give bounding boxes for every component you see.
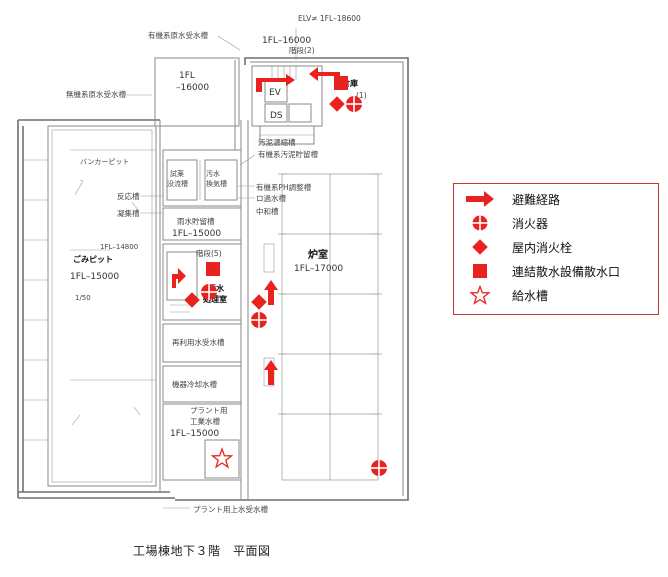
label-fl16000-top: 1FL–16000 (262, 36, 311, 46)
label-reuse-water: 再利用水受水槽 (172, 337, 225, 347)
label-coagulation: 凝集槽 (117, 208, 140, 218)
stair-ev-core (251, 65, 323, 145)
label-ds: DS (270, 111, 283, 121)
label-fl14800: 1FL–14800 (100, 243, 138, 251)
indoor-hydrants (184, 96, 345, 310)
label-elv: ELV≠ 1FL–18600 (298, 14, 361, 23)
legend-item-hydrant: 屋内消火栓 (454, 237, 658, 257)
legend-label: 避難経路 (512, 193, 561, 207)
fire-extinguisher-circle (250, 311, 268, 329)
legend-item-evacuation: 避難経路 (454, 189, 658, 209)
legend: 避難経路 消火器 屋内消火栓 連結散水設備散水口 給水槽 (453, 183, 659, 315)
label-equipment-cooling: 機器冷却水槽 (172, 379, 217, 389)
tank-rooms (162, 60, 249, 500)
label-plant-water-b: 工業水槽 (190, 416, 220, 426)
label-fl-room-val: –16000 (176, 83, 209, 93)
water-tank-star (210, 447, 234, 469)
label-filtration: ロ過水槽 (256, 193, 286, 203)
label-plant-water-a: プラント用 (190, 406, 228, 415)
evacuation-routes (172, 67, 340, 385)
fire-extinguisher-circle (200, 283, 218, 301)
label-fl17000: 1FL–17000 (294, 264, 343, 274)
label-reaction: 反応槽 (117, 191, 140, 201)
indoor-hydrant-diamond (251, 294, 267, 310)
label-neutralization: 中和槽 (256, 206, 279, 216)
legend-label: 屋内消火栓 (512, 241, 573, 255)
label-ph-adjust: 有機系PH調整槽 (256, 182, 312, 192)
label-sewage-b: 処理室 (202, 294, 227, 304)
evacuation-route-arrow (309, 67, 340, 81)
sprinkler-inlets (206, 76, 348, 276)
legend-item-water-tank: 給水槽 (454, 285, 658, 305)
evacuation-route-arrow-icon (466, 191, 494, 207)
label-pit-left-a: 試薬 (170, 169, 184, 178)
sprinkler-inlet-icon (473, 264, 487, 278)
label-furnace-room: 炉室 (308, 248, 328, 261)
legend-item-extinguisher: 消火器 (454, 213, 658, 233)
evacuation-route-arrow (256, 74, 295, 92)
garbage-pit-area (23, 125, 157, 487)
sprinkler-inlet-square (334, 76, 348, 90)
evacuation-route-arrow (172, 268, 186, 288)
room-labels: ELV≠ 1FL–18600 有機系原水受水槽 1FL–16000 階段(2) … (66, 14, 367, 514)
label-fl-room: 1FL (179, 71, 195, 81)
label-stairs-2: 階段(2) (289, 45, 315, 55)
indoor-hydrant-icon (472, 239, 488, 255)
furnace-room-grid (263, 173, 382, 481)
label-stairs-5: 階段(5) (196, 248, 222, 258)
evacuation-route-arrow (264, 280, 278, 305)
label-fl15000-mid: 1FL–15000 (172, 229, 221, 239)
outer-walls (17, 57, 409, 501)
water-tank-star-icon (469, 285, 491, 305)
label-slope: 1/50 (75, 294, 91, 302)
label-plant-upper-water: プラント用上水受水槽 (193, 504, 268, 514)
label-sewage-a: 汚水 (208, 283, 225, 293)
fire-extinguisher-circle (370, 459, 388, 477)
label-warehouse: 倉庫 (341, 78, 358, 88)
sprinkler-inlet-square (206, 262, 220, 276)
indoor-hydrant-diamond (329, 96, 345, 112)
label-pit-right-a: 汚水 (206, 169, 220, 178)
fire-extinguisher-icon (472, 215, 488, 231)
label-garbage-pit: ごみピット (73, 254, 113, 264)
label-bunker: バンカーピット (80, 158, 129, 166)
label-rain-storage: 雨水貯留槽 (177, 216, 215, 226)
leader-lines (70, 28, 297, 509)
evacuation-route-arrow (264, 360, 278, 385)
label-warehouse-num: (1) (356, 91, 367, 100)
label-pit-left-b: 没流槽 (167, 179, 188, 188)
label-sludge-thickener: 汚泥濃縮槽 (258, 137, 296, 147)
label-pit-right-b: 換気槽 (206, 179, 227, 188)
fire-extinguisher-circle (345, 95, 363, 113)
label-fl15000-bottom: 1FL–15000 (170, 429, 219, 439)
label-ev: EV (269, 88, 282, 98)
label-organic-raw-water: 有機系原水受水槽 (148, 30, 208, 40)
label-organic-sludge-storage: 有機系汚泥貯留槽 (258, 149, 318, 159)
legend-label: 給水槽 (512, 289, 549, 303)
label-inorganic-raw-water: 無機系原水受水槽 (66, 89, 126, 99)
label-fl15000-left: 1FL–15000 (70, 272, 119, 282)
legend-item-sprinkler-inlet: 連結散水設備散水口 (454, 261, 658, 281)
figure-caption: 工場棟地下３階 平面図 (133, 544, 271, 558)
legend-label: 連結散水設備散水口 (512, 265, 621, 279)
legend-label: 消火器 (512, 217, 549, 231)
water-tanks (210, 447, 234, 469)
